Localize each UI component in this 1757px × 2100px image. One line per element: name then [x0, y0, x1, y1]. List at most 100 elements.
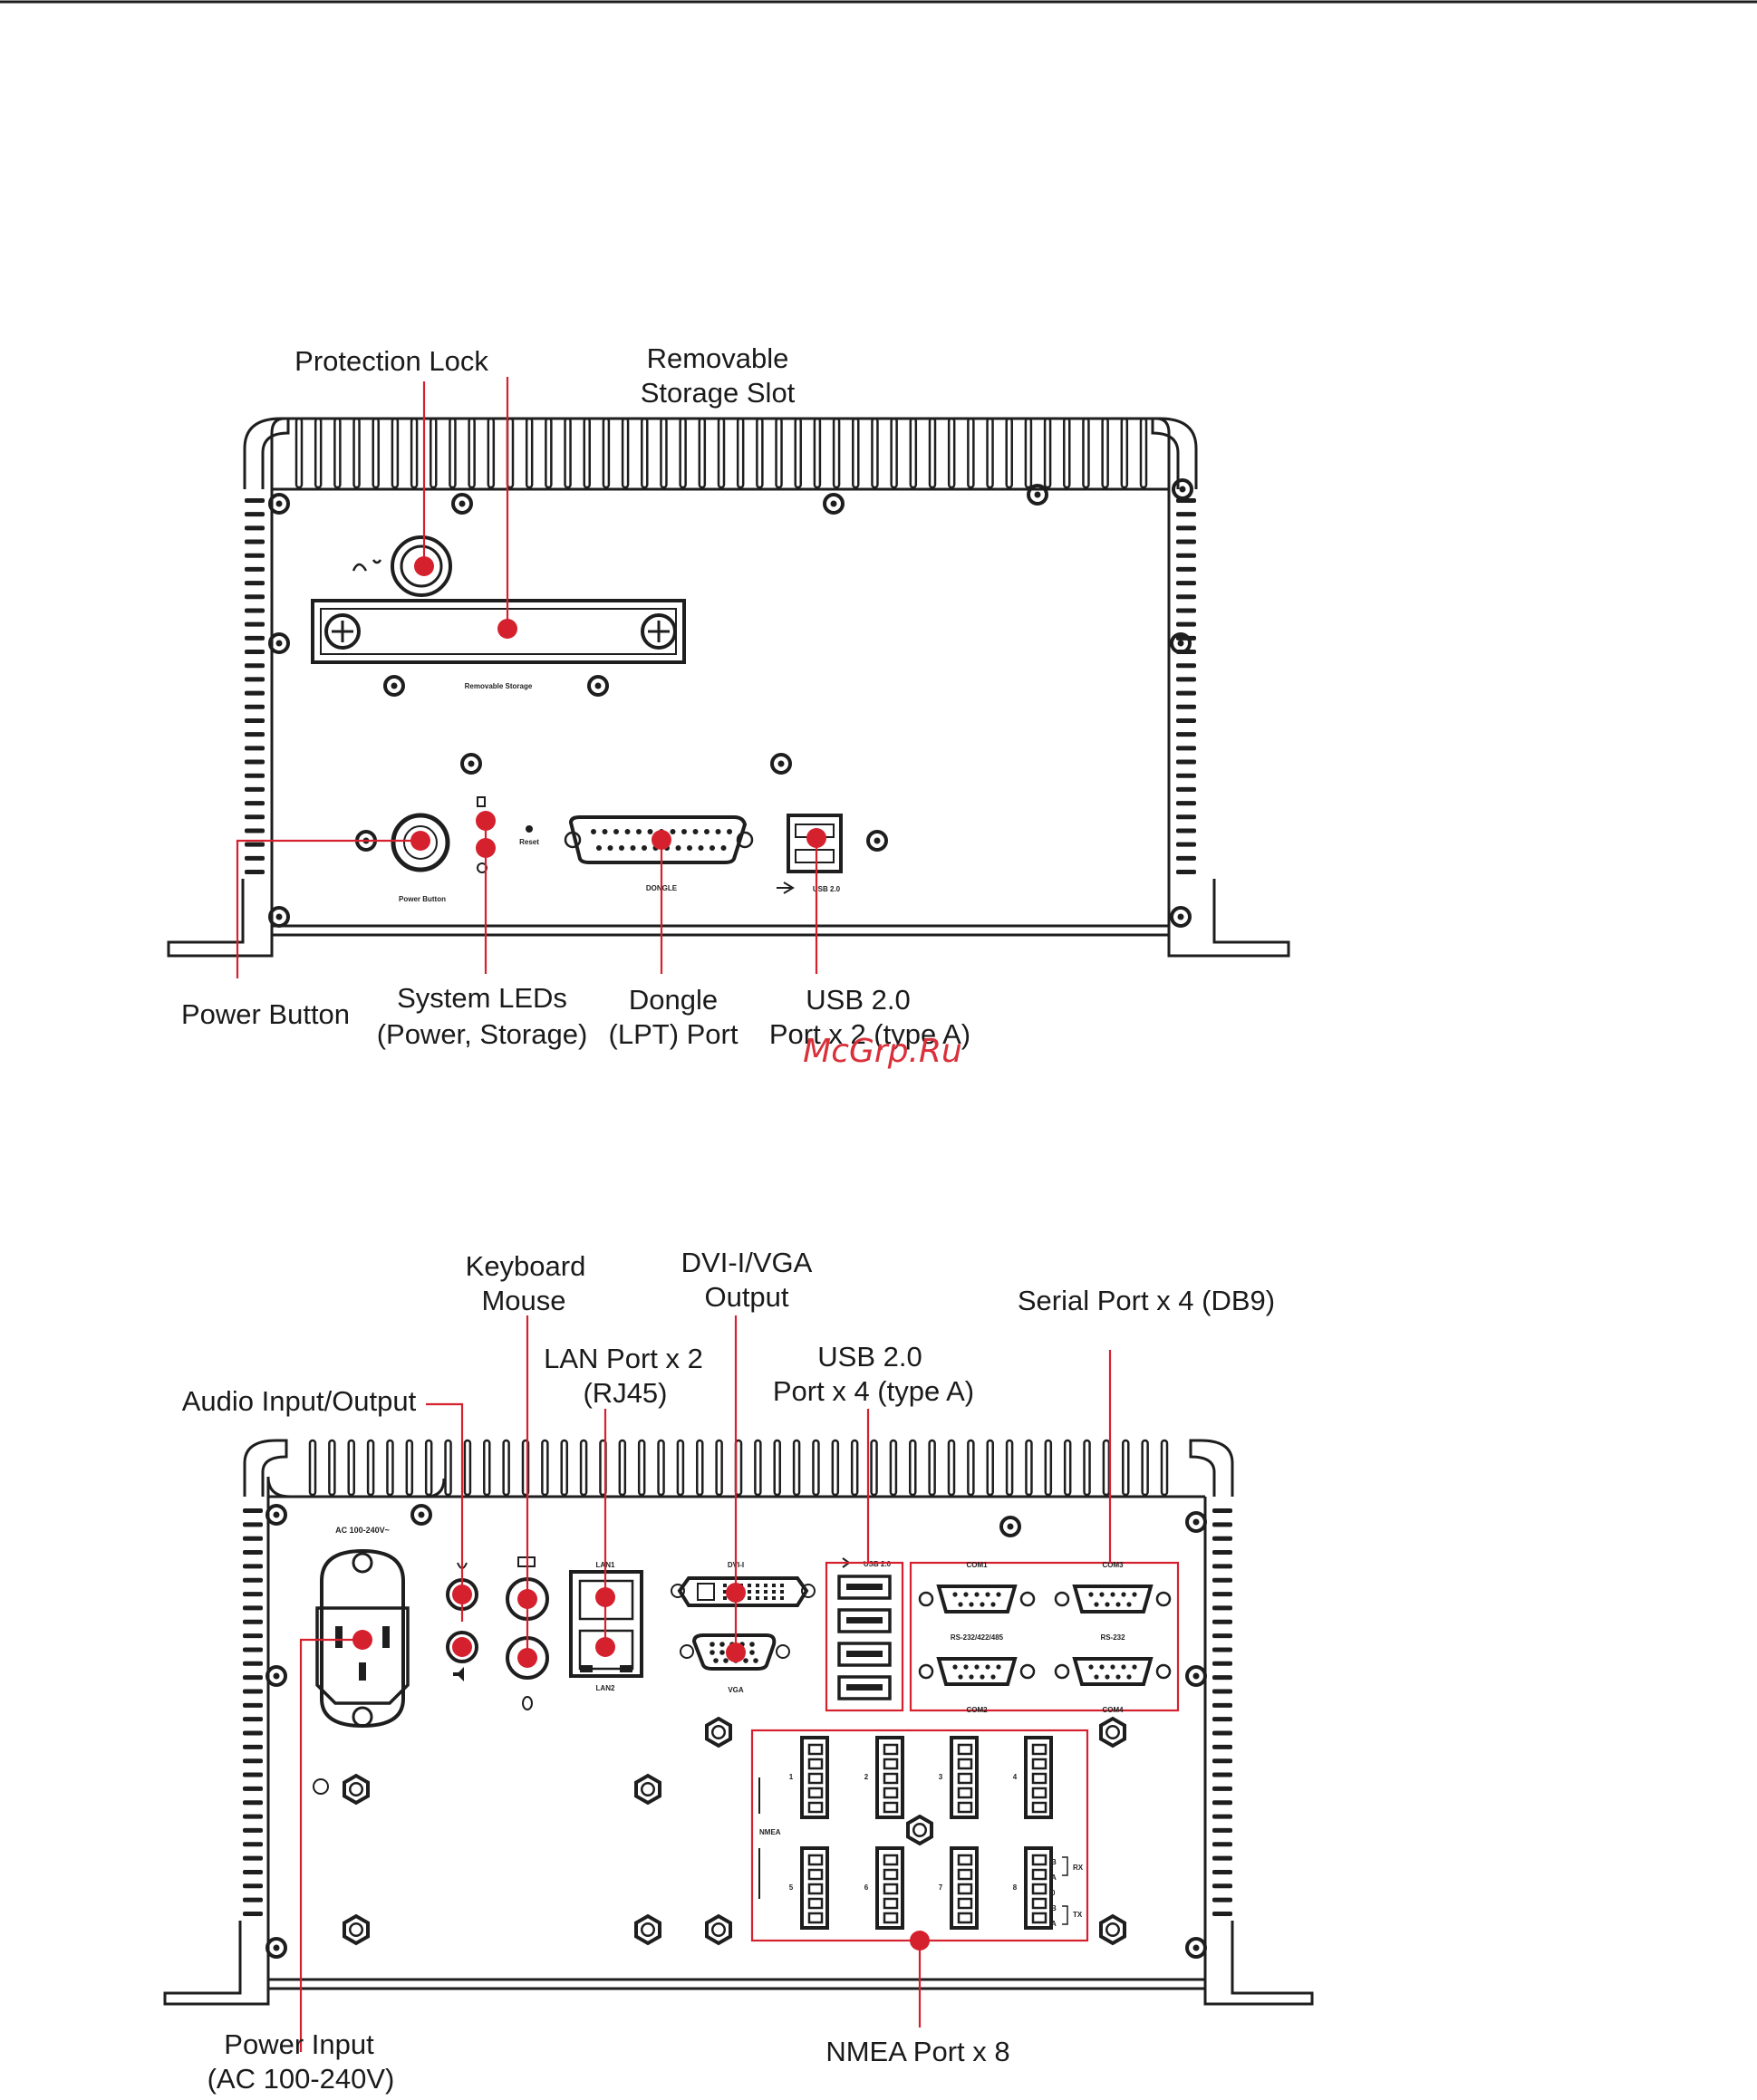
- nmea-terminal: [1031, 1883, 1047, 1895]
- side-rib: [1212, 1758, 1232, 1764]
- heatsink-fin: [1083, 1439, 1091, 1497]
- usb-a-tongue: [846, 1617, 883, 1623]
- side-rib: [243, 1883, 263, 1889]
- watermark: McGrp.Ru: [803, 1033, 962, 1070]
- hex-standoff: [906, 1814, 933, 1846]
- nmea-terminal-block: [800, 1736, 829, 1819]
- dvi-pin: [772, 1590, 776, 1594]
- side-rib: [1212, 1842, 1232, 1847]
- dvi-pin: [723, 1596, 727, 1600]
- heatsink-fin: [831, 1439, 840, 1497]
- screw-center: [830, 500, 837, 507]
- heatsink-fin: [715, 1439, 723, 1497]
- silk-removable-storage: Removable Storage: [465, 682, 533, 690]
- dot-mouse: [517, 1648, 537, 1668]
- heatsink-fin: [560, 1439, 568, 1497]
- silk-nmea-port-number: 6: [864, 1883, 869, 1892]
- screw-center: [459, 500, 466, 507]
- dvi-pin: [780, 1596, 784, 1600]
- callout-front-usb-1: USB 2.0: [806, 984, 910, 1016]
- nmea-terminal-block: [950, 1736, 979, 1819]
- side-rib: [243, 1605, 263, 1611]
- rear-hex-standoffs: [343, 1716, 1126, 1946]
- side-rib: [245, 718, 265, 723]
- storage-led-icon: [477, 796, 486, 807]
- silk-nmea-port-number: 1: [789, 1773, 794, 1781]
- nmea-terminal: [883, 1758, 899, 1770]
- hex-standoff-hole: [711, 1922, 726, 1937]
- heatsink-fin: [424, 1439, 433, 1497]
- db9-pin: [996, 1664, 1001, 1670]
- storage-thumbscrew-left: [324, 613, 361, 650]
- callout-dvi-2: Output: [704, 1281, 788, 1313]
- screw-center: [594, 682, 602, 689]
- rear-handle-right: [1189, 1439, 1234, 1497]
- front-handle-left: [243, 417, 290, 489]
- db25-pin: [715, 829, 721, 834]
- heatsink-fin: [890, 417, 898, 489]
- db9-pin: [974, 1592, 980, 1597]
- dot-led-storage: [476, 811, 496, 831]
- screw: [268, 906, 290, 928]
- side-rib: [1176, 525, 1196, 531]
- heatsink-fin: [1082, 417, 1090, 489]
- silk-com4: COM4: [1102, 1706, 1124, 1714]
- db9-pin: [980, 1602, 985, 1607]
- db25-pin: [642, 845, 647, 851]
- db25-pin: [630, 845, 636, 851]
- screw-center: [273, 1672, 280, 1680]
- side-rib: [1212, 1577, 1232, 1583]
- nmea-terminal: [807, 1787, 824, 1799]
- heatsink-fin: [1063, 1439, 1072, 1497]
- heatsink-fin: [947, 417, 956, 489]
- nmea-terminal: [807, 1772, 824, 1785]
- dvi-pin: [756, 1584, 759, 1587]
- dot-dongle: [652, 830, 671, 850]
- screw: [1027, 484, 1048, 506]
- db9-pin: [985, 1664, 990, 1670]
- vga-pin: [753, 1658, 758, 1663]
- line-out-jack: [446, 1631, 478, 1663]
- heatsink-fin: [1122, 1439, 1130, 1497]
- heatsink-fin: [1063, 417, 1071, 489]
- heatsink-fin: [928, 1439, 936, 1497]
- heatsink-fin: [1160, 1439, 1169, 1497]
- screw: [410, 1504, 432, 1526]
- nmea-terminal: [957, 1743, 973, 1756]
- hex-standoff-hole: [1105, 1922, 1120, 1937]
- side-rib: [1176, 621, 1196, 627]
- screw-center: [273, 1944, 280, 1951]
- power-button: Power Button: [391, 813, 450, 903]
- db9-pin: [1121, 1592, 1126, 1597]
- side-rib: [245, 498, 265, 503]
- hex-standoff: [343, 1913, 370, 1946]
- silk-pin-5: A: [1051, 1920, 1057, 1928]
- dot-protection-lock: [414, 556, 434, 576]
- heatsink-fin: [333, 417, 342, 489]
- side-rib: [243, 1577, 263, 1583]
- silk-ac: AC 100-240V~: [335, 1526, 390, 1535]
- callout-audio: Audio Input/Output: [182, 1385, 417, 1417]
- heatsink-fin: [947, 1439, 956, 1497]
- side-rib: [243, 1536, 263, 1541]
- heatsink-fin: [1005, 1439, 1014, 1497]
- heatsink-fin: [698, 417, 707, 489]
- callout-rear-usb-2: Port x 4 (type A): [773, 1375, 974, 1407]
- nmea-terminal: [1031, 1868, 1047, 1881]
- heatsink-fin: [372, 417, 380, 489]
- silk-rx: RX: [1073, 1864, 1084, 1872]
- nmea-terminal: [957, 1787, 973, 1799]
- nmea-terminal: [957, 1758, 973, 1770]
- silk-nmea-port-number: 4: [1013, 1773, 1018, 1781]
- side-rib: [1176, 732, 1196, 737]
- db25-pin: [596, 845, 602, 851]
- heatsink-fin: [986, 417, 994, 489]
- callout-protection-lock: Protection Lock: [294, 345, 488, 377]
- dongle-db25-port: DONGLE: [564, 815, 754, 892]
- db9-pin: [1126, 1674, 1132, 1680]
- side-rib: [245, 786, 265, 792]
- db9-screw: [1155, 1663, 1172, 1680]
- callout-removable-storage-1: Removable: [647, 342, 789, 374]
- side-rib: [1176, 718, 1196, 723]
- screw: [451, 493, 473, 515]
